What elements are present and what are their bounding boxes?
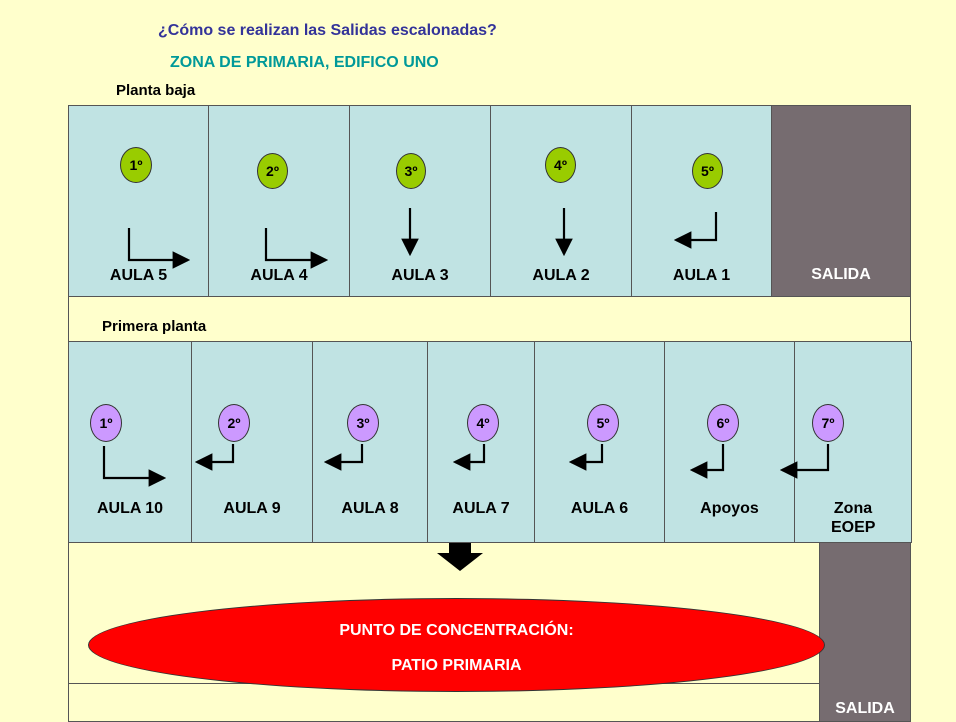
order-marker: 5º bbox=[587, 404, 619, 442]
meeting-point-ellipse: PUNTO DE CONCENTRACIÓN: PATIO PRIMARIA bbox=[88, 598, 825, 692]
first-floor-label: Primera planta bbox=[102, 318, 207, 335]
order-marker: 4º bbox=[545, 147, 576, 183]
room-aula-9: AULA 9 bbox=[191, 341, 313, 543]
room-name: AULA 9 bbox=[223, 500, 281, 517]
room-aula-3: AULA 3 bbox=[349, 105, 491, 297]
route-arrow bbox=[779, 444, 830, 479]
route-arrow bbox=[194, 444, 235, 471]
route-arrow bbox=[323, 444, 364, 471]
room-aula-8: AULA 8 bbox=[312, 341, 428, 543]
room-aula-2: AULA 2 bbox=[490, 105, 632, 297]
order-marker: 3º bbox=[347, 404, 379, 442]
order-marker: 1º bbox=[120, 147, 152, 183]
order-marker: 7º bbox=[812, 404, 844, 442]
route-arrow bbox=[127, 228, 191, 269]
room-name: AULA 2 bbox=[532, 267, 590, 284]
room-name: AULA 1 bbox=[672, 267, 731, 284]
room-name: AULA 4 bbox=[250, 267, 308, 284]
order-marker: 2º bbox=[218, 404, 250, 442]
order-marker: 2º bbox=[257, 153, 288, 189]
route-arrow bbox=[568, 444, 604, 471]
meeting-point-place: PATIO PRIMARIA bbox=[391, 657, 522, 674]
order-marker: 5º bbox=[692, 153, 723, 189]
room-name: AULA 10 bbox=[96, 500, 164, 517]
meeting-point-title: PUNTO DE CONCENTRACIÓN: bbox=[339, 622, 574, 639]
zone-subtitle: ZONA DE PRIMARIA, EDIFICO UNO bbox=[170, 54, 439, 71]
order-marker: 6º bbox=[707, 404, 739, 442]
page-title: ¿Cómo se realizan las Salidas escalonada… bbox=[158, 22, 497, 39]
route-arrow bbox=[102, 446, 167, 487]
order-marker: 1º bbox=[90, 404, 122, 442]
route-arrow bbox=[264, 228, 329, 269]
room-zona-eoep: Zona EOEP bbox=[794, 341, 912, 543]
route-arrow bbox=[452, 444, 486, 471]
room-name: AULA 6 bbox=[570, 500, 629, 517]
ground-floor-label: Planta baja bbox=[116, 82, 196, 99]
route-arrow bbox=[689, 444, 725, 479]
route-arrow bbox=[673, 212, 718, 249]
room-name: Apoyos bbox=[700, 500, 759, 517]
room-name: AULA 3 bbox=[391, 267, 449, 284]
order-marker: 3º bbox=[396, 153, 426, 189]
room-name: AULA 8 bbox=[341, 500, 399, 517]
room-name: AULA 5 bbox=[109, 267, 168, 284]
room-aula-7: AULA 7 bbox=[427, 341, 535, 543]
room-aula-1: AULA 1 bbox=[631, 105, 772, 297]
room-apoyos: Apoyos bbox=[664, 341, 795, 543]
down-arrow-icon bbox=[437, 543, 483, 571]
order-marker: 4º bbox=[467, 404, 499, 442]
room-name: AULA 7 bbox=[452, 500, 510, 517]
room-name: Zona EOEP bbox=[831, 500, 876, 536]
exit-label: SALIDA bbox=[811, 266, 871, 283]
exit-label: SALIDA bbox=[835, 700, 895, 717]
